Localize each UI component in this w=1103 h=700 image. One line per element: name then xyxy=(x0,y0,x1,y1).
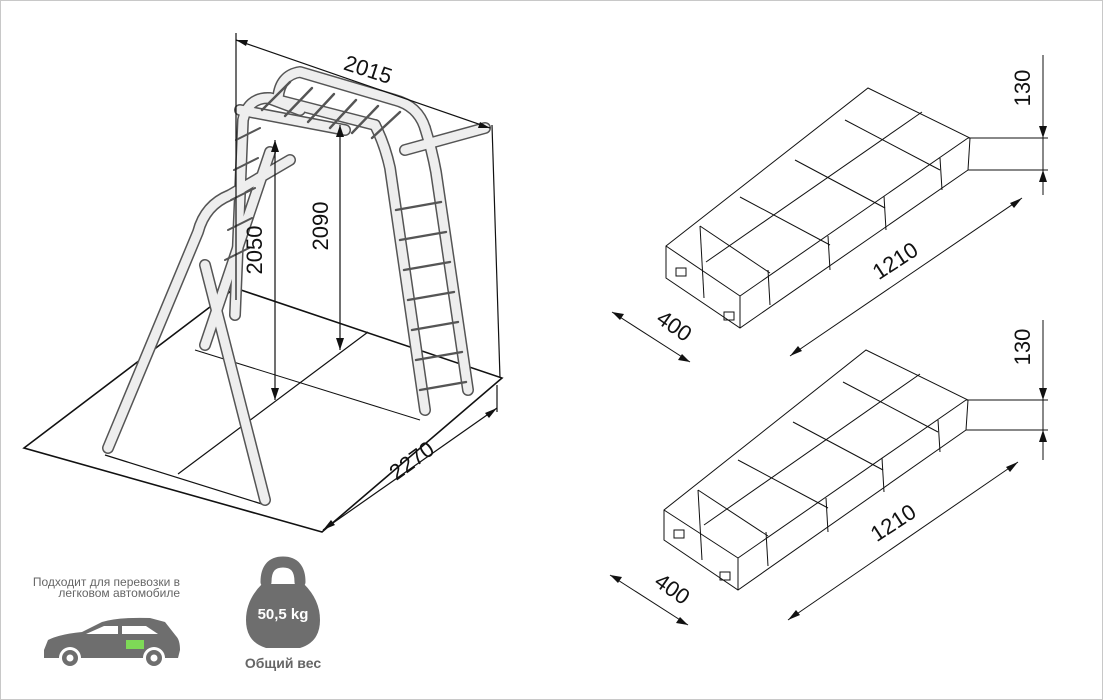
dim-frame-height-ladder: 2050 xyxy=(242,226,267,275)
dim-frame-depth: 2270 xyxy=(385,436,439,485)
package-1-height: 130 xyxy=(1010,70,1035,107)
package-1-length: 1210 xyxy=(868,237,923,285)
car-icon xyxy=(44,617,180,669)
package-2-length: 1210 xyxy=(866,499,921,547)
frame-dimension-lines xyxy=(235,33,501,531)
floor-foot-line-1 xyxy=(104,454,266,506)
package-1-width: 400 xyxy=(652,305,696,347)
playground-drawing: 2015 2050 2090 2270 xyxy=(22,33,504,533)
transport-caption: Подходит для перевозки в легковом автомо… xyxy=(32,575,180,600)
weight-value: 50,5 kg xyxy=(257,606,309,623)
package-2-width: 400 xyxy=(650,568,694,610)
dim-frame-height-top: 2090 xyxy=(308,202,333,251)
floor-outline xyxy=(22,287,504,533)
tube-frame xyxy=(102,66,491,506)
package-2-height: 130 xyxy=(1010,329,1035,366)
floor-midline xyxy=(177,331,369,475)
package-drawing-2 xyxy=(609,320,1048,626)
kettlebell-icon xyxy=(246,556,320,648)
weight-label: Общий вес xyxy=(244,655,322,671)
package-drawing-1 xyxy=(611,55,1048,363)
